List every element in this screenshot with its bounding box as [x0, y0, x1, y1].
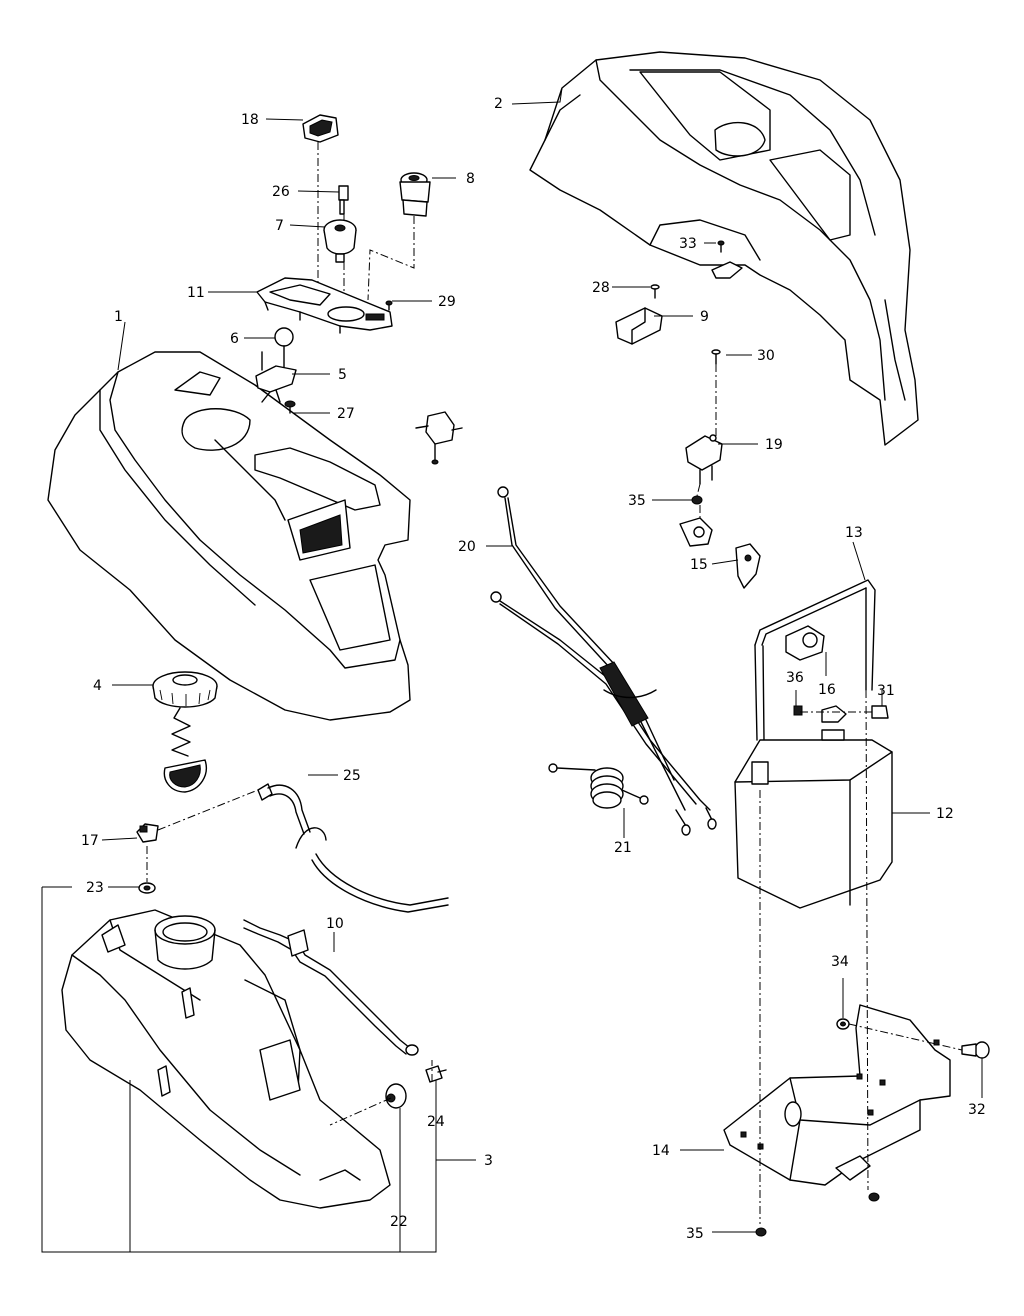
- knob-part-32: [961, 1041, 990, 1059]
- callout-35-upper: 35: [628, 493, 646, 509]
- grommet-part-23: [138, 882, 156, 894]
- callout-10: 10: [326, 916, 344, 932]
- battery-nut-part-36: [793, 705, 847, 723]
- fitting-part-24: [425, 1065, 447, 1083]
- callout-6: 6: [230, 331, 239, 347]
- terminal-cover-part-15: [735, 543, 761, 589]
- switch-part-9: [615, 307, 663, 345]
- bracket-part-33: [711, 261, 743, 279]
- screw-part-30: [711, 349, 721, 365]
- nut-part-34: [836, 1018, 850, 1030]
- callout-32: 32: [968, 1102, 986, 1118]
- rear-body-cover-part: [529, 51, 919, 446]
- battery-terminal-part-16: [785, 625, 825, 661]
- battery-part: [734, 729, 893, 909]
- fuel-line-part: [243, 919, 419, 1056]
- callout-22: 22: [390, 1214, 408, 1230]
- throttle-control-part: [255, 351, 297, 403]
- callout-29: 29: [438, 294, 456, 310]
- screw-part-27: [284, 400, 296, 414]
- callout-17: 17: [81, 833, 99, 849]
- key-switch-cover-part: [302, 114, 339, 143]
- screw-part-29: [385, 300, 393, 311]
- callout-30: 30: [757, 348, 775, 364]
- fuel-cap-part: [152, 671, 218, 793]
- key-part: [338, 185, 349, 215]
- battery-bolt-part-31: [871, 705, 889, 719]
- callout-36: 36: [786, 670, 804, 686]
- callout-31: 31: [877, 683, 895, 699]
- vent-hose-part: [257, 783, 449, 913]
- callout-3: 3: [484, 1153, 493, 1169]
- callout-11: 11: [187, 285, 205, 301]
- callout-18: 18: [241, 112, 259, 128]
- callout-25: 25: [343, 768, 361, 784]
- callout-5: 5: [338, 367, 347, 383]
- control-panel-part: [256, 277, 393, 334]
- callout-1: 1: [114, 309, 123, 325]
- callout-27: 27: [337, 406, 355, 422]
- callout-15: 15: [690, 557, 708, 573]
- ignition-switch-part: [323, 219, 357, 263]
- solenoid-module-part: [415, 411, 463, 465]
- nut-part-35-upper: [691, 495, 703, 505]
- battery-hold-down-rod-part: [754, 579, 876, 759]
- callout-8: 8: [466, 171, 475, 187]
- pto-switch-part: [399, 172, 431, 217]
- callout-33: 33: [679, 236, 697, 252]
- callout-28: 28: [592, 280, 610, 296]
- callout-34: 34: [831, 954, 849, 970]
- screw-part-33: [717, 240, 725, 253]
- callout-7: 7: [275, 218, 284, 234]
- callout-2: 2: [494, 96, 503, 112]
- nut-part-35-lower: [755, 1192, 880, 1237]
- callout-labels: 1 2 3 4 5 6 7 8 9 10 11 12 13 14 15 16 1…: [81, 96, 986, 1242]
- battery-cable-part: [490, 486, 717, 836]
- fuel-tank-part: [61, 909, 391, 1209]
- front-body-cover-part: [47, 351, 411, 721]
- callout-23: 23: [86, 880, 104, 896]
- callout-26: 26: [272, 184, 290, 200]
- terminal-part: [679, 517, 713, 547]
- throttle-knob-part: [274, 327, 294, 373]
- callout-21: 21: [614, 840, 632, 856]
- callout-14: 14: [652, 1143, 670, 1159]
- callout-16: 16: [818, 682, 836, 698]
- callout-19: 19: [765, 437, 783, 453]
- screw-part-28: [650, 284, 660, 299]
- assembly-guide-lines: [146, 142, 963, 1224]
- grommet-part-22: [385, 1083, 407, 1109]
- callout-35-lower: 35: [686, 1226, 704, 1242]
- callout-4: 4: [93, 678, 102, 694]
- callout-24: 24: [427, 1114, 445, 1130]
- relay-part-19: [685, 434, 723, 485]
- leader-lines: [41, 87, 983, 1253]
- coiled-ground-wire-part: [548, 763, 649, 809]
- vent-valve-part: [136, 823, 159, 843]
- battery-tray-part: [723, 1004, 951, 1186]
- callout-9: 9: [700, 309, 709, 325]
- callout-13: 13: [845, 525, 863, 541]
- callout-20: 20: [458, 539, 476, 555]
- callout-12: 12: [936, 806, 954, 822]
